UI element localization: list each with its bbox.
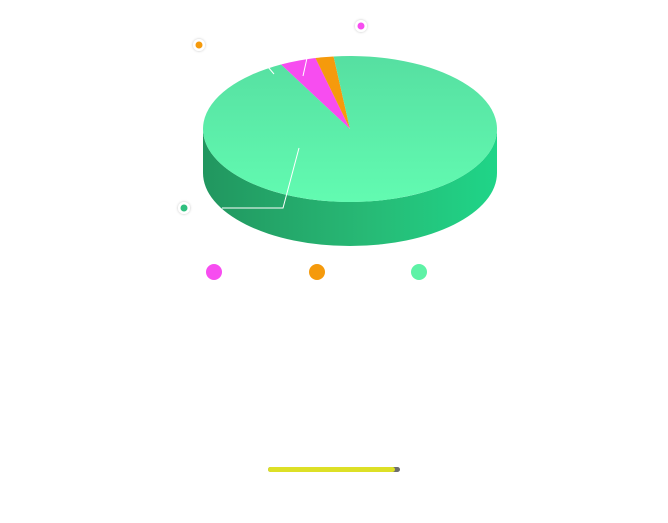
legend-item-series-3[interactable] bbox=[409, 262, 429, 282]
label-leader-line-3 bbox=[222, 147, 300, 209]
label-marker-dot-2[interactable] bbox=[195, 41, 203, 49]
label-leader-line-1 bbox=[302, 57, 308, 77]
legend-item-series-2[interactable] bbox=[307, 262, 327, 282]
legend-swatch bbox=[411, 264, 427, 280]
scrollbar-thumb[interactable] bbox=[268, 467, 395, 472]
legend bbox=[0, 262, 668, 282]
chart-scrollbar[interactable] bbox=[268, 467, 400, 472]
legend-item-series-1[interactable] bbox=[204, 262, 224, 282]
pie-slice-2[interactable] bbox=[315, 56, 350, 129]
label-marker-dot-1[interactable] bbox=[357, 22, 365, 30]
legend-swatch bbox=[309, 264, 325, 280]
pie-slice-3[interactable] bbox=[202, 56, 497, 202]
label-leader-line-2 bbox=[267, 66, 275, 75]
pie-side-wall bbox=[203, 129, 497, 246]
label-marker-dot-3[interactable] bbox=[180, 204, 188, 212]
legend-swatch bbox=[206, 264, 222, 280]
pie-slice-1[interactable] bbox=[280, 58, 350, 130]
